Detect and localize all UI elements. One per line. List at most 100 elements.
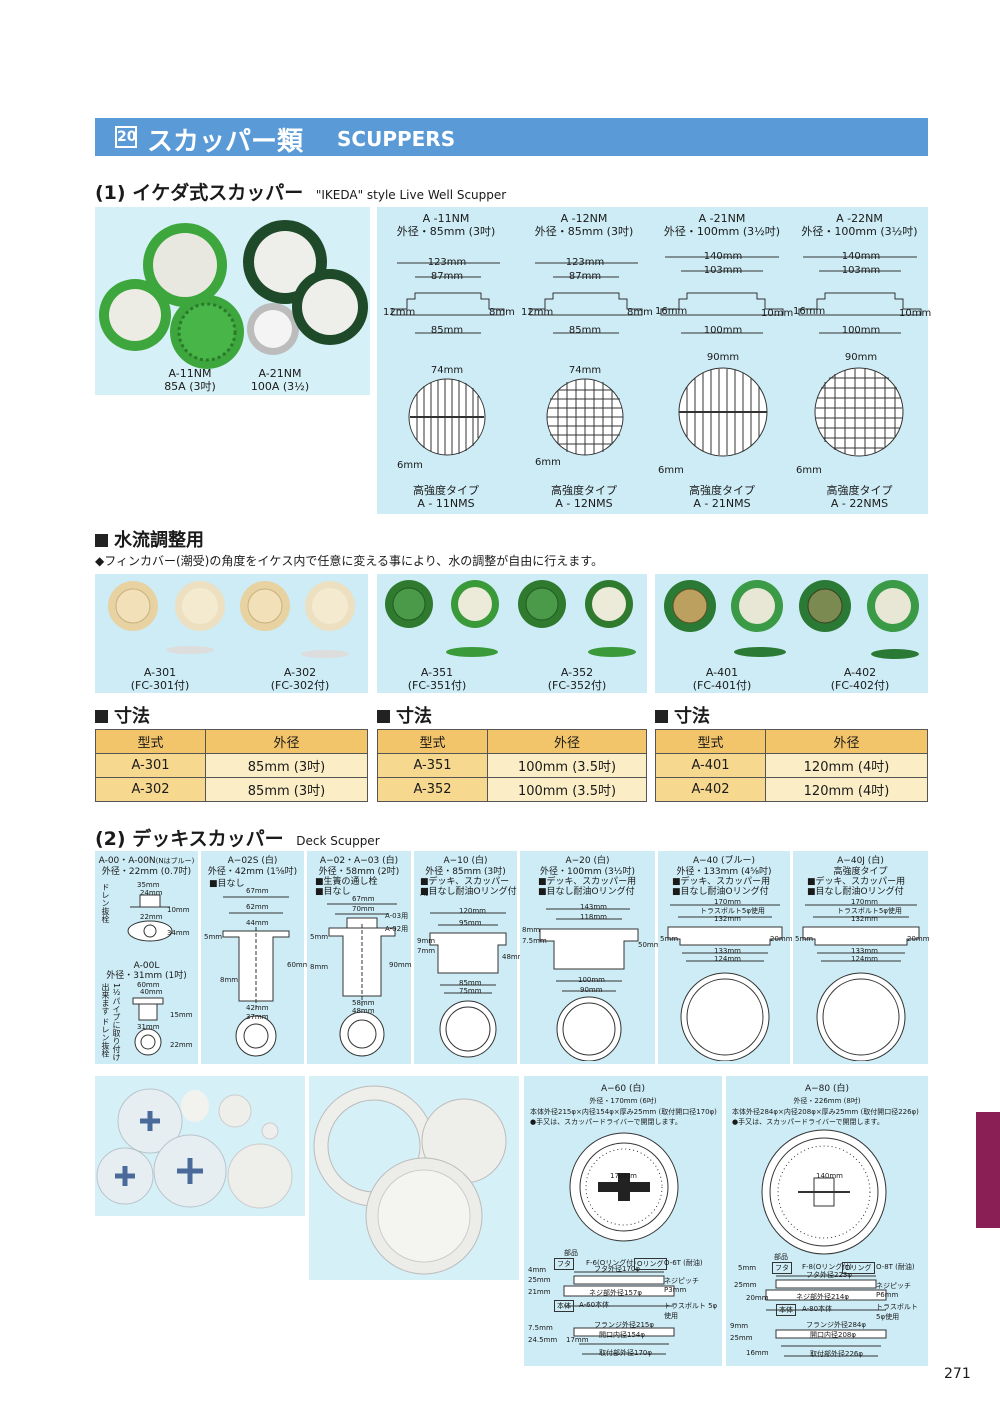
- a02-drawing: [327, 903, 397, 1057]
- col-model: 型式: [655, 729, 766, 754]
- a80-line1: 本体外径284φ×内径208φ×厚み25mm (取付開口径226φ): [732, 1108, 919, 1116]
- flow-item-sub: (FC-352付): [547, 679, 607, 692]
- a02s-dim: 62mm: [246, 903, 269, 911]
- drawing-diameter: 外径・100mm (3½吋): [801, 225, 918, 238]
- deck-large-products-photo: [313, 1085, 507, 1275]
- type-label: 高強度タイプ: [551, 484, 617, 497]
- a02-dim: 8mm: [310, 963, 329, 971]
- grate-dim: 6mm: [658, 465, 684, 476]
- a80-section-drawing: [765, 1275, 887, 1357]
- drawing-a12nm: A -12NM 外径・85mm (3吋) 123mm 87mm 12mm 8mm…: [515, 207, 653, 514]
- cell-model: A-302: [95, 777, 206, 802]
- a20-dim: 8mm: [522, 926, 541, 934]
- a60-label: 取付部外径170φ: [599, 1349, 652, 1357]
- photo-label-a11nm: A-11NM 85A (3吋): [155, 367, 225, 393]
- a80-label: 開口内径208φ: [810, 1331, 856, 1339]
- dims-title-1: 寸法: [95, 702, 150, 728]
- a02-feature: ■目なし: [315, 887, 351, 897]
- flow-item-a401: A-401 (FC-401付): [677, 666, 767, 692]
- flow-title: 水流調整用: [95, 526, 204, 552]
- a60-part: F-6(Oリング付): [586, 1259, 636, 1267]
- dim-label: 8mm: [489, 307, 515, 318]
- type-model: A - 11NMS: [417, 497, 475, 510]
- a40-dim: 170mm: [714, 898, 741, 906]
- type-label: 高強度タイプ: [413, 484, 479, 497]
- deck-drawing-a02: A−02・A−03 (白) 外径・58mm (2吋) ■生簀の通し栓 ■目なし …: [307, 851, 412, 1064]
- a10-dim: 85mm: [459, 979, 482, 987]
- flow-item-a301: A-301 (FC-301付): [115, 666, 205, 692]
- a60-part: フタ: [554, 1258, 574, 1270]
- a00-dim: 22mm: [140, 913, 163, 921]
- dim-label: 16mm: [793, 306, 826, 317]
- flow-item-a352: A-352 (FC-352付): [532, 666, 622, 692]
- a80-part: Oリング: [842, 1262, 875, 1274]
- a80-label: 5mm: [738, 1264, 757, 1272]
- a60-line1: 本体外径215φ×内径154φ×厚み25mm (取付開口径170φ): [530, 1108, 717, 1116]
- a00-dim: 24mm: [140, 889, 163, 897]
- a02s-dim: 67mm: [246, 887, 269, 895]
- a40j-model: A−40J (白): [837, 856, 884, 866]
- a02-dim: 90mm: [389, 961, 412, 969]
- a40-model: A−40 (ブルー): [692, 856, 756, 866]
- ikeda-product-photo: [99, 220, 368, 369]
- a40j-dim: 133mm: [851, 947, 878, 955]
- flow-note: ◆フィンカバー(潮受)の角度をイケス内で任意に変える事により、水の調整が自由に行…: [95, 554, 604, 568]
- dim-label: 12mm: [383, 307, 416, 318]
- section1-title-text: (1) イケダ式スカッパー: [95, 182, 304, 204]
- a02-dim: A-02用: [385, 925, 409, 933]
- a80-label: 本体: [776, 1304, 796, 1316]
- dims-title-3: 寸法: [655, 702, 710, 728]
- a40j-drawing: [802, 904, 920, 1061]
- a40j-dim: 170mm: [851, 898, 878, 906]
- a60-label: A-60本体: [579, 1301, 610, 1309]
- a60-label: ネジピッチ P3mm: [664, 1277, 699, 1294]
- flow-item-sub: (FC-402付): [830, 679, 890, 692]
- a80-label: 20mm: [746, 1294, 769, 1302]
- cell-diameter: 120mm (4吋): [765, 753, 928, 778]
- a00l-drawing: [132, 997, 164, 1056]
- a80-label: フランジ外径284φ: [806, 1321, 866, 1329]
- dim-label: 100mm: [703, 325, 743, 336]
- a60-label: 開口内径154φ: [599, 1331, 645, 1339]
- a00l-model: A-00L: [133, 961, 160, 971]
- grate-dim: 90mm: [706, 352, 740, 363]
- section-number: 20: [115, 126, 137, 148]
- a20-dim: 50mm: [638, 941, 661, 949]
- a02-dim: 58mm: [352, 999, 375, 1007]
- a20-model: A−20 (白): [565, 856, 610, 866]
- cell-model: A-352: [377, 777, 488, 802]
- a60-label: 7.5mm: [528, 1324, 553, 1332]
- a20-feature: ■デッキ、スカッパー用: [538, 877, 637, 887]
- a60-section-drawing: [563, 1271, 675, 1355]
- a40-dim: 5mm: [660, 935, 679, 943]
- a60-label: トラスボルト 5φ使用: [664, 1302, 718, 1320]
- col-diameter: 外径: [765, 729, 928, 754]
- section2-title-text: (2) デッキスカッパー: [95, 828, 284, 850]
- a00l-sub: 外径・31mm (1吋): [106, 971, 187, 981]
- section1-title: (1) イケダ式スカッパー "IKEDA" style Live Well Sc…: [95, 178, 506, 205]
- a02-dim: 5mm: [310, 933, 329, 941]
- cell-diameter: 100mm (3.5吋): [487, 753, 647, 778]
- deck-drawing-a40: A−40 (ブルー) 外径・133mm (4⅝吋) ■デッキ、スカッパー用 ■目…: [658, 851, 793, 1064]
- deck-drawing-a20: A−20 (白) 外径・100mm (3½吋) ■デッキ、スカッパー用 ■目なし…: [520, 851, 661, 1064]
- a20-feature: ■目なし耐油Oリング付: [538, 887, 635, 897]
- flow-item-model: A-352: [560, 666, 594, 679]
- a60-part: O-6T (耐油): [664, 1259, 703, 1267]
- flow-350-photo: [385, 580, 636, 657]
- a10-dim: 48mm: [502, 953, 525, 961]
- a60-model: A−60 (白): [600, 1084, 646, 1094]
- a80-label: 16mm: [746, 1349, 769, 1357]
- a10-dim: 120mm: [459, 907, 486, 915]
- col-model: 型式: [95, 729, 206, 754]
- type-model: A - 12NMS: [555, 497, 613, 510]
- dim-label: 123mm: [427, 257, 467, 268]
- a02-dim: 70mm: [352, 905, 375, 913]
- a60-top-view: [569, 1132, 679, 1242]
- a80-label: ネジ部外径214φ: [796, 1293, 849, 1301]
- deck-small-products-photo: [96, 1088, 293, 1209]
- a60-label: フランジ外径215φ: [594, 1321, 654, 1329]
- a40j-dim: 20mm: [907, 935, 930, 943]
- grate-drawing: [678, 367, 768, 457]
- a02-model: A−02・A−03 (白): [319, 856, 399, 866]
- drawing-model: A -21NM: [698, 212, 746, 225]
